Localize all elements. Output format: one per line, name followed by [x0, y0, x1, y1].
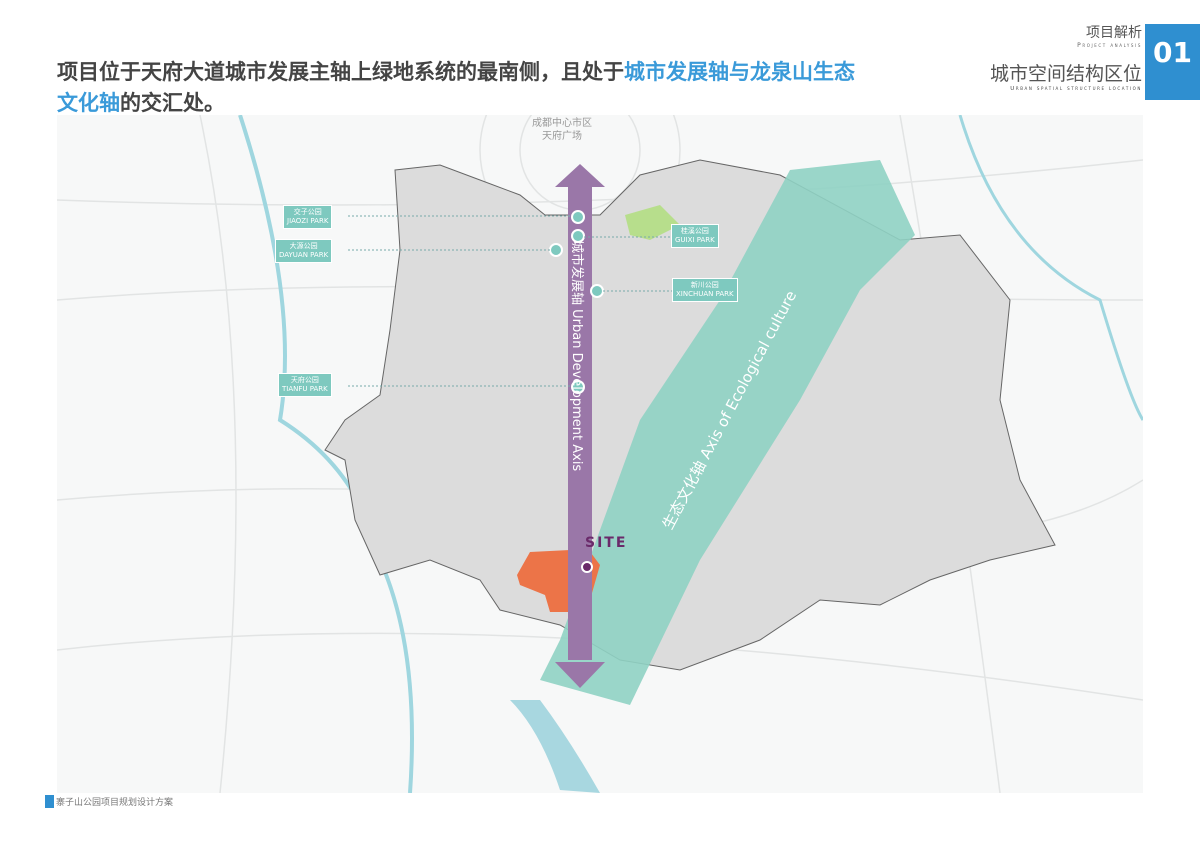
category-en: Project analysis — [1077, 42, 1142, 49]
city-center-name: 成都中心市区 — [532, 118, 592, 129]
section-title-cn: 城市空间结构区位 — [989, 63, 1142, 85]
eco-culture-axis — [540, 160, 915, 705]
headline: 项目位于天府大道城市发展主轴上绿地系统的最南侧，且处于城市发展轴与龙泉山生态文化… — [57, 57, 857, 119]
map-graphic — [57, 115, 1143, 793]
headline-highlight: 城市发展轴与龙泉山生态文化轴 — [57, 60, 855, 115]
footer: 寨子山公园项目规划设计方案 — [45, 795, 173, 808]
city-center-label: 成都中心市区天府广场 — [532, 117, 592, 143]
headline-text: 项目位于天府大道城市发展主轴上绿地系统的最南侧，且处于 — [57, 60, 624, 84]
section-number: 01 — [1145, 24, 1200, 100]
site-marker — [581, 561, 593, 573]
footer-text: 寨子山公园项目规划设计方案 — [56, 798, 174, 808]
urban-development-axis — [555, 164, 605, 688]
green-space — [625, 205, 680, 240]
headline-text-end: 的交汇处。 — [120, 91, 225, 115]
river — [958, 115, 1143, 421]
callout-lines — [348, 215, 672, 387]
city-center-square: 天府广场 — [542, 131, 582, 142]
reservoir — [510, 700, 600, 793]
footer-accent-bar — [45, 795, 54, 808]
section-title-en: Urban spatial structure location — [1010, 86, 1142, 92]
river — [238, 115, 414, 793]
section-header: 项目解析 Project analysis 城市空间结构区位 Urban spa… — [990, 22, 1142, 92]
site-label: SITE — [585, 535, 628, 551]
category-cn: 项目解析 — [1086, 25, 1142, 41]
urban-axis-label: 城市发展轴 Urban Development Axis — [569, 240, 584, 472]
